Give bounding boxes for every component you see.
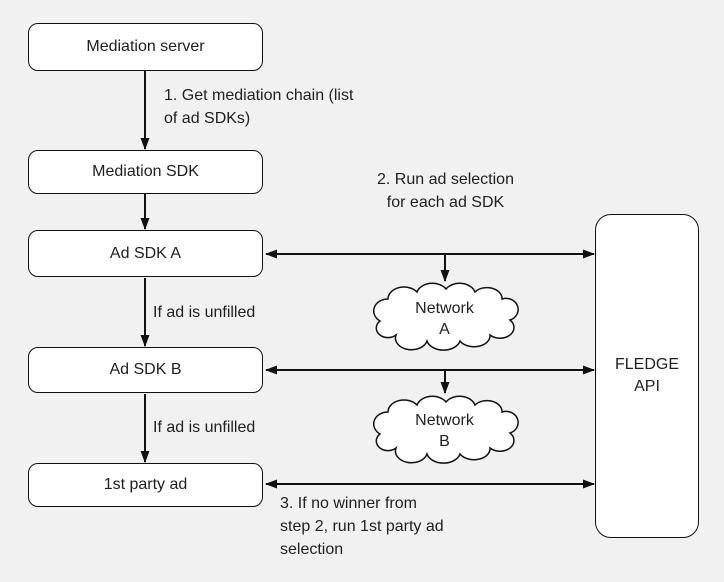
edge-label-unfilled-b: If ad is unfilled — [153, 419, 256, 436]
network-a-cloud-shape — [373, 282, 519, 351]
network-b-cloud-shape — [373, 395, 519, 464]
node-mediation-server-label: Mediation server — [86, 38, 205, 55]
node-fledge-api: FLEDGE API — [595, 214, 699, 538]
node-first-party-ad: 1st party ad — [28, 463, 263, 507]
edge-label-unfilled-a: If ad is unfilled — [153, 304, 256, 321]
node-mediation-sdk-label: Mediation SDK — [92, 163, 199, 180]
edge-label-step1: 1. Get mediation chain (list of ad SDKs) — [164, 87, 354, 127]
edge-label-step3: 3. If no winner from step 2, run 1st par… — [280, 495, 444, 558]
node-ad-sdk-b: Ad SDK B — [28, 347, 263, 393]
node-network-a-label: Network A — [415, 300, 474, 338]
node-network-b-label: Network B — [415, 412, 474, 450]
node-ad-sdk-b-label: Ad SDK B — [109, 361, 182, 378]
node-first-party-ad-label: 1st party ad — [103, 476, 188, 493]
node-mediation-server: Mediation server — [28, 23, 263, 71]
node-mediation-sdk: Mediation SDK — [28, 150, 263, 194]
node-ad-sdk-a: Ad SDK A — [28, 230, 263, 277]
edge-label-step2: 2. Run ad selection for each ad SDK — [377, 171, 514, 211]
node-ad-sdk-a-label: Ad SDK A — [109, 244, 182, 262]
